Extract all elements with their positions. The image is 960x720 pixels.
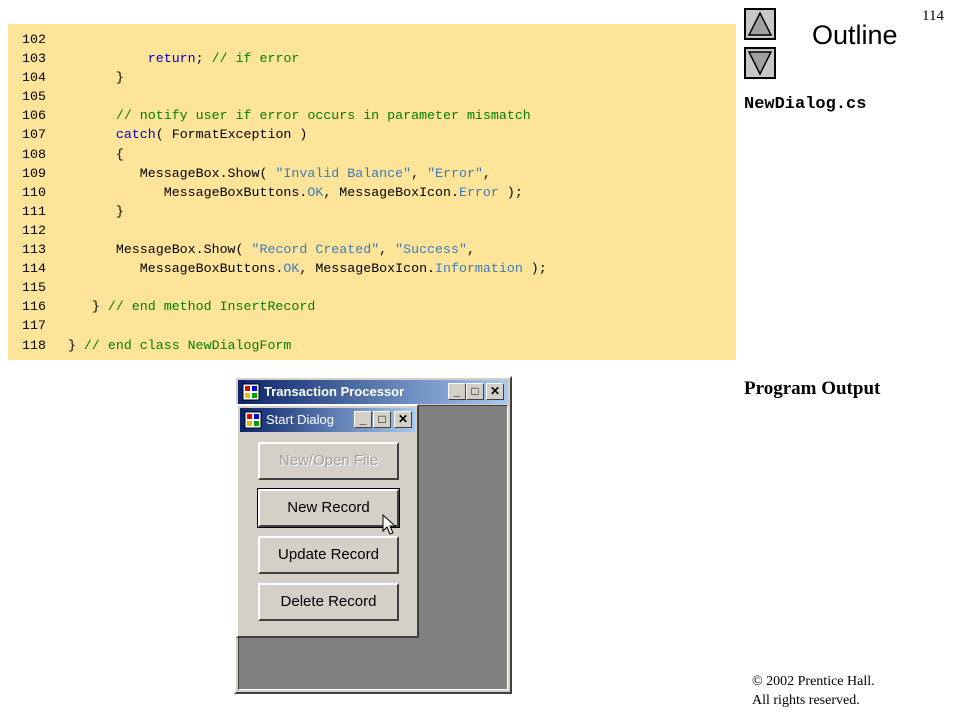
- child-minimize-button[interactable]: _: [354, 411, 372, 428]
- code-line: 116 } // end method InsertRecord: [8, 297, 547, 316]
- line-number: 102: [22, 32, 46, 47]
- outer-window-title: Transaction Processor: [264, 384, 405, 399]
- previous-slide-button[interactable]: [744, 8, 776, 40]
- window-app-icon: [244, 411, 262, 429]
- child-window-title: Start Dialog: [266, 412, 334, 427]
- mouse-pointer-icon: [382, 514, 397, 535]
- line-number: 111: [22, 203, 46, 219]
- delete-record-button[interactable]: Delete Record: [258, 583, 399, 621]
- line-number: 113: [22, 242, 46, 258]
- code-line: 103 return; // if error: [8, 49, 547, 68]
- code-text: } // end method InsertRecord: [52, 299, 316, 315]
- child-titlebar[interactable]: Start Dialog _ □ ✕: [240, 408, 415, 432]
- program-output-label: Program Output: [744, 378, 881, 399]
- code-text: MessageBox.Show( "Invalid Balance", "Err…: [52, 165, 491, 181]
- child-close-button[interactable]: ✕: [394, 411, 412, 428]
- code-line: 112: [8, 221, 547, 240]
- code-line: 107 catch( FormatException ): [8, 125, 547, 144]
- code-line: 110 MessageBoxButtons.OK, MessageBoxIcon…: [8, 183, 547, 202]
- update-record-button[interactable]: Update Record: [258, 536, 399, 574]
- line-number: 104: [22, 70, 46, 86]
- line-number: 103: [22, 51, 46, 67]
- code-line: 118 } // end class NewDialogForm: [8, 336, 547, 355]
- copyright-line-1: © 2002 Prentice Hall.: [752, 674, 875, 689]
- code-line: 106 // notify user if error occurs in pa…: [8, 106, 547, 125]
- line-number: 105: [22, 89, 46, 105]
- code-line: 111 }: [8, 202, 547, 221]
- page-number: 114: [922, 8, 944, 24]
- code-text: }: [52, 70, 124, 86]
- code-line: 104 }: [8, 68, 547, 87]
- next-slide-button[interactable]: [744, 47, 776, 79]
- code-text: {: [52, 146, 124, 162]
- line-number: 118: [22, 337, 46, 353]
- code-line: 115: [8, 278, 547, 297]
- code-text: } // end class NewDialogForm: [52, 337, 292, 353]
- copyright: © 2002 Prentice Hall. All rights reserve…: [752, 672, 875, 710]
- code-line: 108 {: [8, 145, 547, 164]
- triangle-up-icon: [747, 11, 773, 36]
- code-line: 105: [8, 87, 547, 106]
- copyright-line-2: All rights reserved.: [752, 693, 860, 708]
- line-number: 112: [22, 222, 46, 238]
- line-number: 106: [22, 108, 46, 124]
- code-text: catch( FormatException ): [115, 127, 308, 143]
- line-number: 109: [22, 165, 46, 181]
- code-line: 114 MessageBoxButtons.OK, MessageBoxIcon…: [8, 259, 547, 278]
- code-text: // notify user if error occurs in parame…: [115, 108, 531, 124]
- window-app-icon: [242, 383, 260, 401]
- line-number: 115: [22, 280, 46, 296]
- code-text: }: [52, 203, 124, 219]
- file-name: NewDialog.cs: [744, 95, 867, 114]
- code-text: MessageBox.Show( "Record Created", "Succ…: [52, 242, 475, 258]
- code-text: MessageBoxButtons.OK, MessageBoxIcon.Inf…: [52, 261, 547, 277]
- outer-titlebar[interactable]: Transaction Processor _ □ ✕: [238, 380, 508, 404]
- triangle-down-icon: [747, 51, 773, 76]
- outer-maximize-button[interactable]: □: [466, 383, 484, 400]
- code-line: 102: [8, 30, 547, 49]
- line-number: 108: [22, 146, 46, 162]
- line-number: 116: [22, 299, 46, 315]
- outer-minimize-button[interactable]: _: [448, 383, 466, 400]
- code-text: MessageBoxButtons.OK, MessageBoxIcon.Err…: [52, 184, 523, 200]
- code-line: 109 MessageBox.Show( "Invalid Balance", …: [8, 164, 547, 183]
- outline-title[interactable]: Outline: [812, 20, 898, 50]
- line-number: 107: [22, 127, 46, 143]
- line-number: 117: [22, 318, 46, 334]
- line-number: 110: [22, 184, 46, 200]
- new-record-button[interactable]: New Record: [257, 488, 400, 528]
- line-number: 114: [22, 261, 46, 277]
- code-line: 113 MessageBox.Show( "Record Created", "…: [8, 240, 547, 259]
- code-text: return; // if error: [147, 51, 300, 67]
- child-maximize-button[interactable]: □: [373, 411, 391, 428]
- outer-close-button[interactable]: ✕: [486, 383, 504, 400]
- code-line: 117: [8, 316, 547, 335]
- new-open-file-button[interactable]: New/Open File: [258, 442, 399, 480]
